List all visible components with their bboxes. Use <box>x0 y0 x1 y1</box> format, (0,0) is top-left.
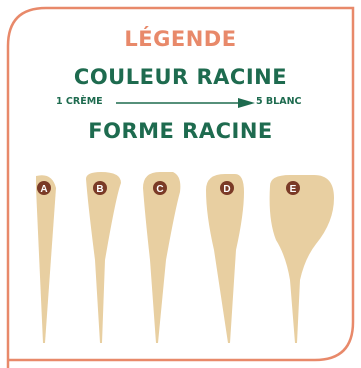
root-letter-a: A <box>40 184 47 195</box>
root-letter-c: C <box>156 184 163 195</box>
root-letter-e: E <box>290 184 297 195</box>
root-shape-d: D <box>206 174 244 343</box>
root-shape-e: E <box>270 175 334 343</box>
root-shape-c: C <box>143 172 180 343</box>
root-shape-b: B <box>86 172 121 343</box>
root-shape-a: A <box>36 175 56 343</box>
root-letter-b: B <box>96 184 103 195</box>
root-letter-d: D <box>223 184 230 195</box>
